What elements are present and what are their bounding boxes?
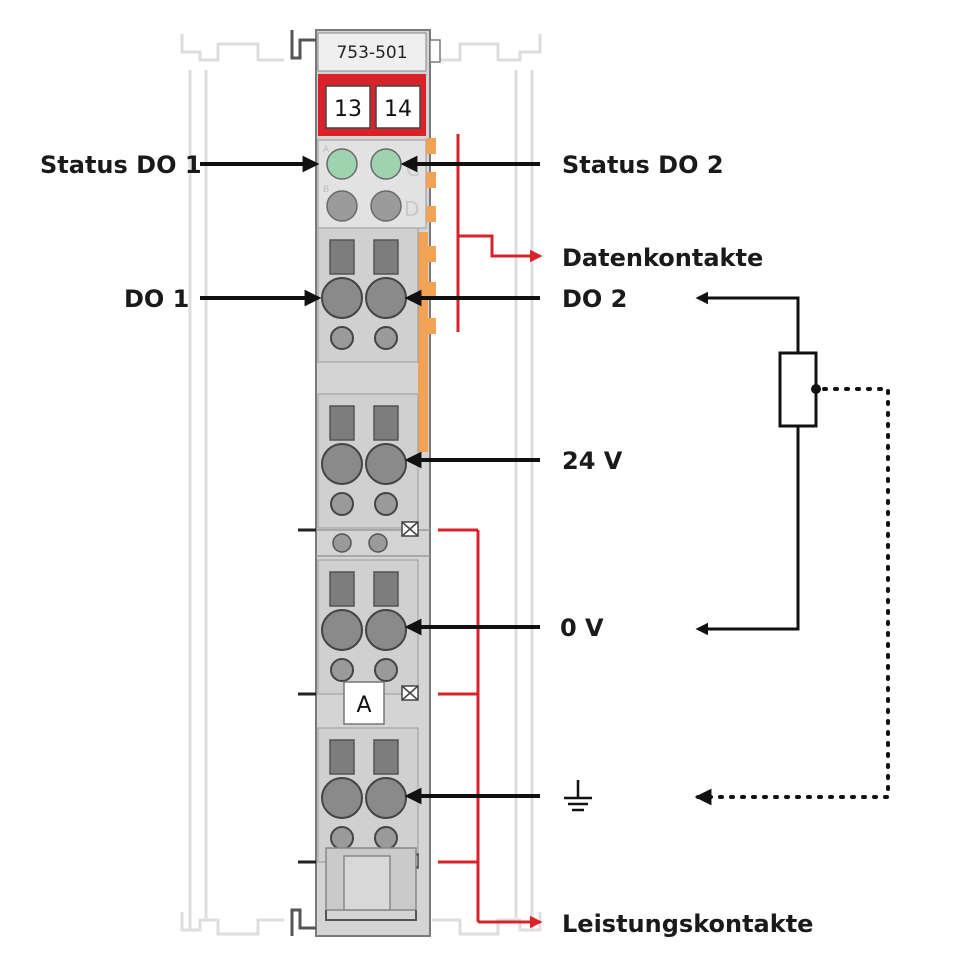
label-0v: 0 V bbox=[560, 614, 604, 642]
label-24v: 24 V bbox=[562, 447, 623, 475]
status-do1-led bbox=[326, 148, 358, 180]
terminal-block-ground bbox=[317, 727, 419, 863]
label-do2: DO 2 bbox=[562, 285, 627, 313]
terminal-block-24v bbox=[317, 393, 419, 529]
led-marker-a: A bbox=[323, 145, 330, 155]
side-marker-c: C bbox=[406, 157, 420, 181]
ground-icon bbox=[564, 780, 592, 812]
bottom-latch bbox=[325, 847, 417, 921]
pointer-arrows bbox=[200, 155, 540, 805]
status-do2-led bbox=[370, 148, 402, 180]
terminal-block-do bbox=[317, 227, 419, 363]
side-marker-d: D bbox=[404, 197, 419, 221]
led-marker-b: B bbox=[323, 185, 329, 195]
power-contacts-bracket bbox=[438, 528, 543, 929]
led-off-left bbox=[326, 190, 358, 222]
part-number-text: 753-501 bbox=[336, 43, 407, 63]
led-panel: A B C D bbox=[317, 139, 427, 229]
channel-marker-red: 13 14 bbox=[318, 74, 426, 136]
channel-label-left: 13 bbox=[334, 97, 362, 122]
label-status-do2: Status DO 2 bbox=[562, 151, 724, 179]
module-tag: A bbox=[343, 681, 385, 725]
terminal-blocks bbox=[317, 227, 419, 863]
label-do1: DO 1 bbox=[124, 285, 189, 313]
power-contacts bbox=[298, 521, 430, 869]
label-leistungskontakte: Leistungskontakte bbox=[562, 910, 813, 938]
terminal-block-0v bbox=[317, 559, 419, 695]
neighbor-module-outlines bbox=[180, 34, 542, 936]
led-off-right bbox=[370, 190, 402, 222]
label-status-do1: Status DO 1 bbox=[40, 151, 202, 179]
resistor-icon bbox=[778, 351, 818, 428]
channel-label-right: 14 bbox=[384, 97, 412, 122]
label-datenkontakte: Datenkontakte bbox=[562, 244, 763, 272]
part-number-plate: 753-501 bbox=[317, 32, 427, 72]
module-tag-letter: A bbox=[356, 693, 371, 718]
data-contact-strip bbox=[418, 138, 436, 452]
load-circuit bbox=[694, 291, 890, 806]
